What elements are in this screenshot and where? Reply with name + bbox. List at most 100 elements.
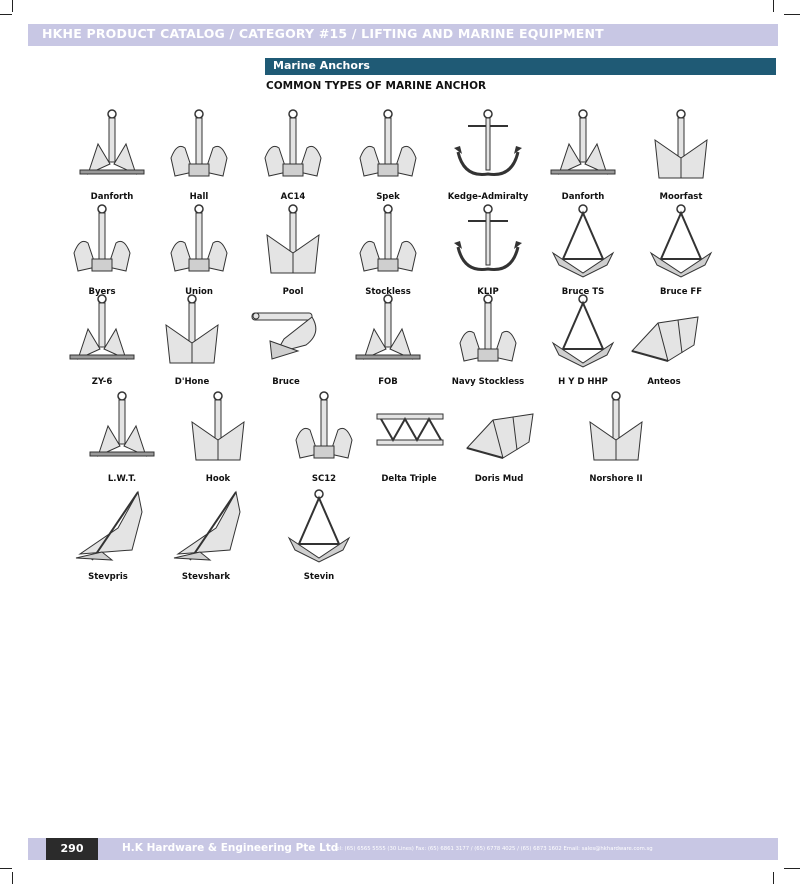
anchor-item: Navy Stockless: [452, 293, 524, 389]
crop-mark-top-right-h: [784, 14, 800, 15]
anchor-illustration: [75, 490, 143, 561]
crop-mark-top-left-h: [0, 14, 12, 15]
crop-mark-bottom-right-v: [773, 872, 774, 884]
anchor-item: H Y D HHP: [547, 293, 619, 389]
anchor-item: AC14: [257, 108, 329, 204]
anchor-item: ZY-6: [66, 293, 138, 389]
anchor-label: Hook: [205, 474, 231, 484]
anchor-item: Byers: [66, 203, 138, 299]
anchor-label: Stevin: [303, 572, 335, 582]
footer-company-name: H.K Hardware & Engineering Pte Ltd: [122, 842, 339, 854]
anchor-label: Delta Triple: [381, 474, 437, 484]
anchor-illustration: [631, 316, 699, 362]
anchor-illustration: [264, 109, 322, 177]
anchor-label: Byers: [88, 287, 116, 297]
anchor-item: Delta Triple: [373, 390, 445, 486]
anchor-label: Kedge-Admiralty: [447, 192, 529, 202]
anchor-item: Anteos: [628, 293, 700, 389]
anchor-illustration: [89, 391, 155, 457]
anchor-label: Anteos: [647, 377, 681, 387]
anchor-label: Pool: [282, 287, 304, 297]
anchor-illustration: [79, 109, 145, 175]
anchor-label: AC14: [280, 192, 306, 202]
anchor-item: SC12: [288, 390, 360, 486]
anchor-label: Doris Mud: [474, 474, 524, 484]
anchor-item: FOB: [352, 293, 424, 389]
crop-mark-top-left-v: [12, 0, 13, 12]
anchor-item: Stevshark: [170, 488, 242, 584]
header-title: HKHE PRODUCT CATALOG / CATEGORY #15 / LI…: [42, 26, 604, 41]
anchor-illustration: [251, 312, 317, 360]
anchor-label: Hall: [189, 192, 209, 202]
section-title-bar: [265, 58, 776, 75]
anchor-label: SC12: [311, 474, 337, 484]
anchor-illustration: [359, 204, 417, 272]
crop-mark-bottom-right-h: [784, 868, 800, 869]
anchor-illustration: [191, 391, 245, 461]
anchor-illustration: [359, 109, 417, 177]
anchor-item: Stevpris: [72, 488, 144, 584]
anchor-item: Hook: [182, 390, 254, 486]
anchor-label: L.W.T.: [107, 474, 137, 484]
anchor-item: Stockless: [352, 203, 424, 299]
anchor-label: D'Hone: [174, 377, 210, 387]
anchor-item: Bruce TS: [547, 203, 619, 299]
crop-mark-bottom-left-h: [0, 868, 12, 869]
anchor-label: Stevshark: [181, 572, 231, 582]
anchor-label: ZY-6: [91, 377, 113, 387]
anchor-item: L.W.T.: [86, 390, 158, 486]
anchor-illustration: [355, 294, 421, 360]
anchor-item: Doris Mud: [463, 390, 535, 486]
anchor-illustration: [466, 413, 534, 459]
anchor-label: Bruce TS: [561, 287, 605, 297]
anchor-item: Danforth: [547, 108, 619, 204]
anchor-label: Bruce: [272, 377, 300, 387]
anchor-item: Bruce FF: [645, 203, 717, 299]
anchor-illustration: [69, 294, 135, 360]
anchor-item: D'Hone: [156, 293, 228, 389]
crop-mark-top-right-v: [773, 0, 774, 12]
anchor-item: Pool: [257, 203, 329, 299]
anchor-illustration: [295, 391, 353, 459]
anchor-label: KLIP: [477, 287, 499, 297]
anchor-label: Navy Stockless: [451, 377, 525, 387]
anchor-item: Kedge-Admiralty: [448, 108, 528, 204]
header-band: [28, 24, 778, 46]
anchor-label: Stockless: [365, 287, 411, 297]
anchor-illustration: [170, 204, 228, 272]
anchor-illustration: [73, 204, 131, 272]
anchor-illustration: [550, 109, 616, 175]
section-subheading: COMMON TYPES OF MARINE ANCHOR: [266, 80, 487, 92]
anchor-label: Stevpris: [88, 572, 128, 582]
anchor-illustration: [287, 489, 351, 563]
anchor-label: Moorfast: [659, 192, 703, 202]
page-number: 290: [60, 842, 84, 855]
anchor-item: Danforth: [76, 108, 148, 204]
anchor-illustration: [649, 204, 713, 278]
anchor-label: H Y D HHP: [558, 377, 608, 387]
anchor-item: KLIP: [452, 203, 524, 299]
anchor-label: Danforth: [90, 192, 134, 202]
anchor-illustration: [376, 413, 444, 446]
anchor-illustration: [173, 490, 241, 561]
anchor-label: Danforth: [561, 192, 605, 202]
anchor-label: Spek: [376, 192, 400, 202]
anchor-item: Norshore II: [580, 390, 652, 486]
anchor-item: Union: [163, 203, 235, 299]
anchor-illustration: [551, 294, 615, 368]
anchor-illustration: [454, 109, 522, 177]
anchor-illustration: [266, 204, 320, 274]
anchor-label: Norshore II: [589, 474, 643, 484]
anchor-illustration: [165, 294, 219, 364]
anchor-illustration: [454, 204, 522, 272]
footer-band: [28, 838, 778, 860]
anchor-illustration: [170, 109, 228, 177]
anchor-item: Hall: [163, 108, 235, 204]
crop-mark-bottom-left-v: [12, 872, 13, 884]
anchor-label: FOB: [378, 377, 398, 387]
anchor-item: Spek: [352, 108, 424, 204]
anchor-illustration: [459, 294, 517, 362]
page-number-box: [46, 838, 98, 860]
anchor-item: Bruce: [250, 293, 322, 389]
section-title: Marine Anchors: [273, 59, 370, 72]
